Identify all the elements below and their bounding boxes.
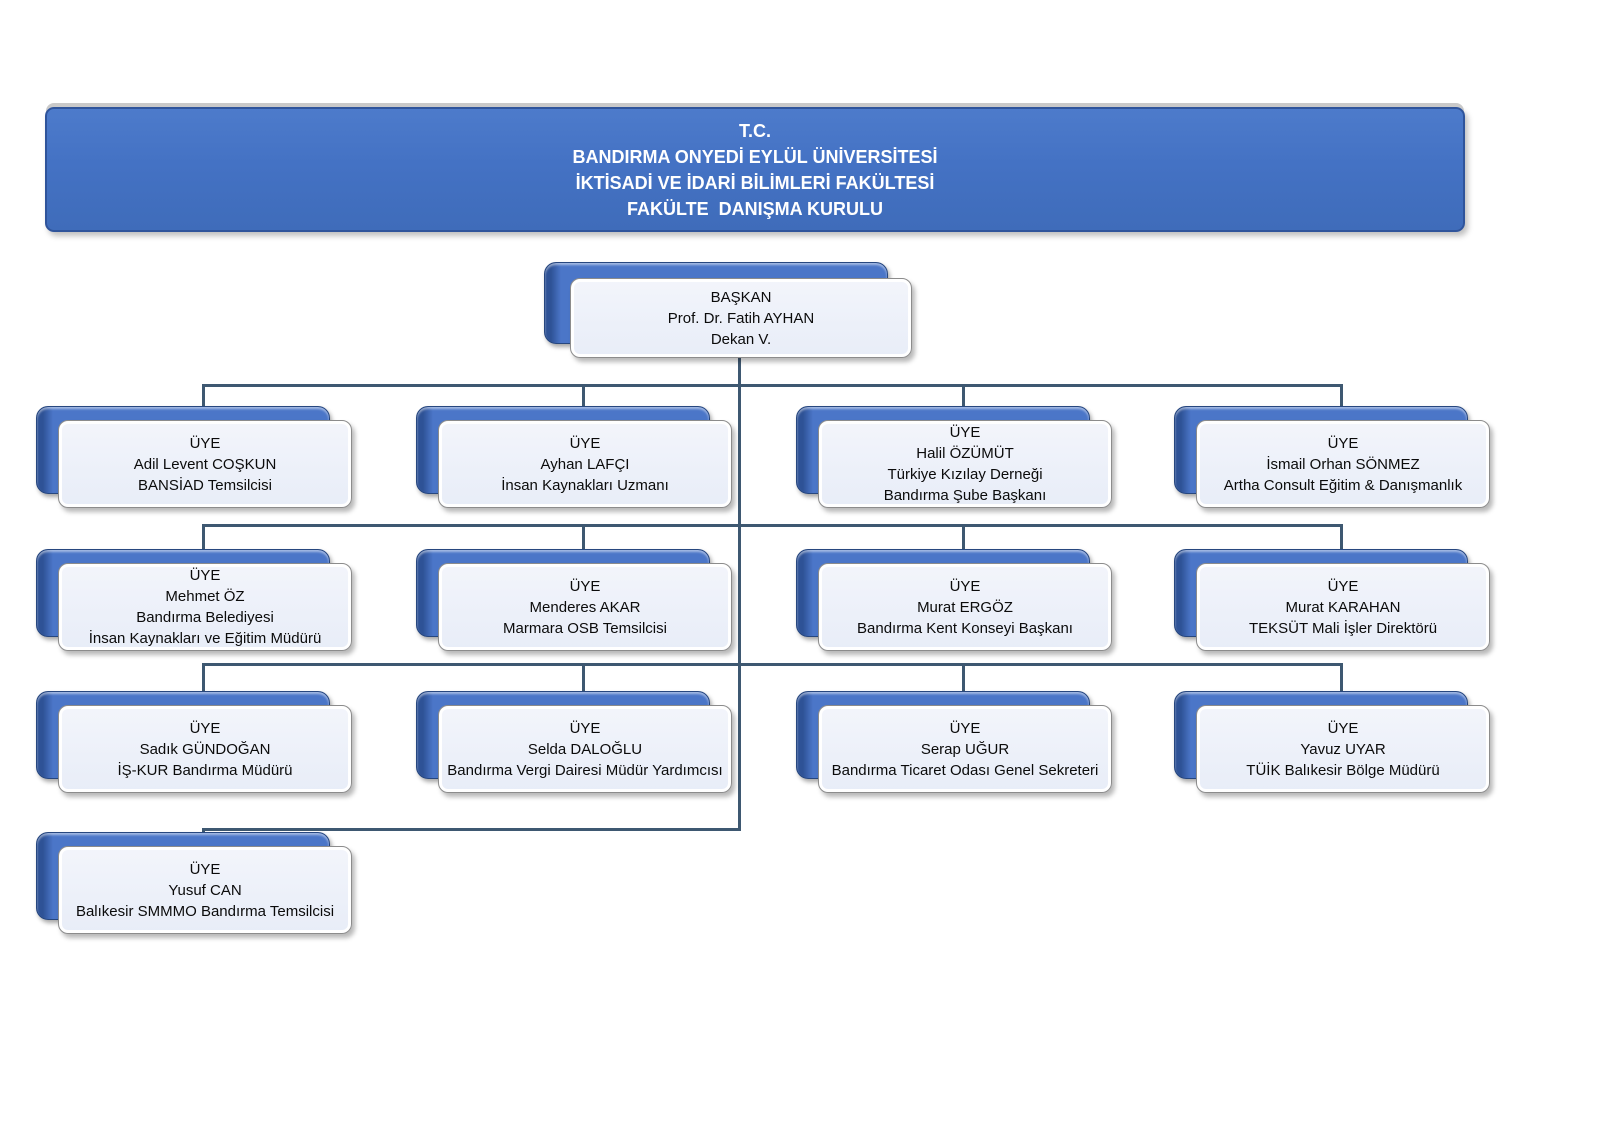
- member-node-6: ÜYE Menderes AKAR Marmara OSB Temsilcisi: [416, 549, 732, 651]
- node-card: ÜYE Adil Levent COŞKUN BANSİAD Temsilcisi: [58, 420, 352, 508]
- member-node-7: ÜYE Murat ERGÖZ Bandırma Kent Konseyi Başk…: [796, 549, 1112, 651]
- chairman-role: BAŞKAN: [710, 288, 772, 306]
- member-name: Menderes AKAR: [529, 598, 641, 616]
- member-affiliation: Balıkesir SMMMO Bandırma Temsilcisi: [75, 902, 335, 920]
- node-card: ÜYE Ayhan LAFÇI İnsan Kaynakları Uzmanı: [438, 420, 732, 508]
- connector-drop-r2c1: [202, 524, 205, 550]
- member-node-2: ÜYE Ayhan LAFÇI İnsan Kaynakları Uzmanı: [416, 406, 732, 508]
- member-affiliation: İnsan Kaynakları ve Eğitim Müdürü: [88, 630, 322, 647]
- connector-drop-r1c2: [582, 384, 585, 408]
- connector-drop-r2c2: [582, 524, 585, 550]
- connector-bar-row4: [202, 828, 741, 831]
- member-role: ÜYE: [1327, 434, 1359, 452]
- member-name: İsmail Orhan SÖNMEZ: [1266, 455, 1420, 473]
- banner-line-1: T.C.: [738, 120, 771, 141]
- title-banner: T.C. BANDIRMA ONYEDİ EYLÜL ÜNİVERSİTESİ …: [45, 107, 1465, 232]
- member-affiliation: Bandırma Vergi Dairesi Müdür Yardımcısı: [447, 761, 723, 779]
- member-affiliation: Bandırma Kent Konseyi Başkanı: [857, 619, 1073, 637]
- member-name: Serap UĞUR: [920, 740, 1010, 758]
- node-card: ÜYE Murat ERGÖZ Bandırma Kent Konseyi Başk…: [818, 563, 1112, 651]
- member-role: ÜYE: [189, 860, 221, 878]
- member-node-10: ÜYE Selda DALOĞLU Bandırma Vergi Dairesi M…: [416, 691, 732, 793]
- chairman-title: Dekan V.: [710, 330, 772, 348]
- member-role: ÜYE: [189, 719, 221, 737]
- connector-trunk: [738, 356, 741, 830]
- member-role: ÜYE: [1327, 719, 1359, 737]
- connector-drop-r3c4: [1340, 663, 1343, 692]
- banner-line-4: FAKÜLTE DANIŞMA KURULU: [627, 198, 883, 219]
- member-affiliation: TEKSÜT Mali İşler Direktörü: [1248, 619, 1438, 637]
- node-card: ÜYE Yusuf CAN Balıkesir SMMMO Bandırma Tem…: [58, 846, 352, 934]
- member-affiliation: Bandırma Şube Başkanı: [883, 487, 1047, 504]
- member-name: Ayhan LAFÇI: [540, 455, 630, 473]
- member-node-12: ÜYE Yavuz UYAR TÜİK Balıkesir Bölge Müdürü: [1174, 691, 1490, 793]
- connector-drop-r1c3: [962, 384, 965, 408]
- member-node-11: ÜYE Serap UĞUR Bandırma Ticaret Odası Gene…: [796, 691, 1112, 793]
- member-affiliation: İnsan Kaynakları Uzmanı: [501, 476, 669, 494]
- member-role: ÜYE: [189, 567, 221, 584]
- connector-bar-row3: [202, 663, 1343, 666]
- connector-bar-row1: [202, 384, 1343, 387]
- node-card: BAŞKAN Prof. Dr. Fatih AYHAN Dekan V.: [570, 278, 912, 358]
- chairman-node: BAŞKAN Prof. Dr. Fatih AYHAN Dekan V.: [544, 262, 914, 358]
- banner-line-2: BANDIRMA ONYEDİ EYLÜL ÜNİVERSİTESİ: [572, 146, 938, 167]
- member-node-9: ÜYE Sadık GÜNDOĞAN İŞ-KUR Bandırma Müdürü: [36, 691, 352, 793]
- member-affiliation: TÜİK Balıkesir Bölge Müdürü: [1246, 761, 1440, 779]
- connector-drop-r3c1: [202, 663, 205, 692]
- member-name: Halil ÖZÜMÜT: [916, 445, 1014, 462]
- member-role: ÜYE: [1327, 577, 1359, 595]
- node-card: ÜYE Sadık GÜNDOĞAN İŞ-KUR Bandırma Müdürü: [58, 705, 352, 793]
- connector-drop-r3c2: [582, 663, 585, 692]
- member-name: Yavuz UYAR: [1300, 740, 1386, 758]
- member-affiliation: BANSİAD Temsilcisi: [138, 476, 272, 494]
- member-name: Selda DALOĞLU: [527, 740, 643, 758]
- member-role: ÜYE: [569, 577, 601, 595]
- member-affiliation: Bandırma Belediyesi: [136, 609, 274, 626]
- member-affiliation: Artha Consult Eğitim & Danışmanlık: [1223, 476, 1463, 494]
- member-role: ÜYE: [949, 719, 981, 737]
- member-name: Murat ERGÖZ: [917, 598, 1013, 616]
- connector-drop-r2c4: [1340, 524, 1343, 550]
- member-affiliation: Bandırma Ticaret Odası Genel Sekreteri: [831, 761, 1099, 779]
- member-role: ÜYE: [189, 434, 221, 452]
- member-role: ÜYE: [569, 719, 601, 737]
- member-affiliation: İŞ-KUR Bandırma Müdürü: [117, 761, 293, 779]
- connector-drop-r3c3: [962, 663, 965, 692]
- member-node-13: ÜYE Yusuf CAN Balıkesir SMMMO Bandırma Tem…: [36, 832, 352, 934]
- member-affiliation: Marmara OSB Temsilcisi: [503, 619, 667, 637]
- member-affiliation: Türkiye Kızılay Derneği: [887, 466, 1043, 483]
- member-name: Sadık GÜNDOĞAN: [139, 740, 271, 758]
- connector-bar-row2: [202, 524, 1343, 527]
- member-name: Adil Levent COŞKUN: [133, 455, 277, 473]
- node-card: ÜYE Menderes AKAR Marmara OSB Temsilcisi: [438, 563, 732, 651]
- node-card: ÜYE Murat KARAHAN TEKSÜT Mali İşler Direkt…: [1196, 563, 1490, 651]
- connector-drop-r1c1: [202, 384, 205, 408]
- member-name: Yusuf CAN: [168, 881, 242, 899]
- member-role: ÜYE: [949, 577, 981, 595]
- member-node-1: ÜYE Adil Levent COŞKUN BANSİAD Temsilcisi: [36, 406, 352, 508]
- node-card: ÜYE Selda DALOĞLU Bandırma Vergi Dairesi M…: [438, 705, 732, 793]
- node-card: ÜYE Serap UĞUR Bandırma Ticaret Odası Gene…: [818, 705, 1112, 793]
- connector-drop-r2c3: [962, 524, 965, 550]
- node-card: ÜYE İsmail Orhan SÖNMEZ Artha Consult Eğit…: [1196, 420, 1490, 508]
- member-role: ÜYE: [949, 424, 981, 441]
- member-node-8: ÜYE Murat KARAHAN TEKSÜT Mali İşler Direkt…: [1174, 549, 1490, 651]
- member-node-4: ÜYE İsmail Orhan SÖNMEZ Artha Consult Eğit…: [1174, 406, 1490, 508]
- banner-line-3: İKTİSADİ VE İDARİ BİLİMLERİ FAKÜLTESİ: [575, 172, 935, 193]
- member-role: ÜYE: [569, 434, 601, 452]
- chairman-name: Prof. Dr. Fatih AYHAN: [667, 309, 815, 327]
- node-card: ÜYE Yavuz UYAR TÜİK Balıkesir Bölge Müdürü: [1196, 705, 1490, 793]
- member-name: Murat KARAHAN: [1285, 598, 1401, 616]
- connector-drop-r1c4: [1340, 384, 1343, 408]
- member-name: Mehmet ÖZ: [165, 588, 245, 605]
